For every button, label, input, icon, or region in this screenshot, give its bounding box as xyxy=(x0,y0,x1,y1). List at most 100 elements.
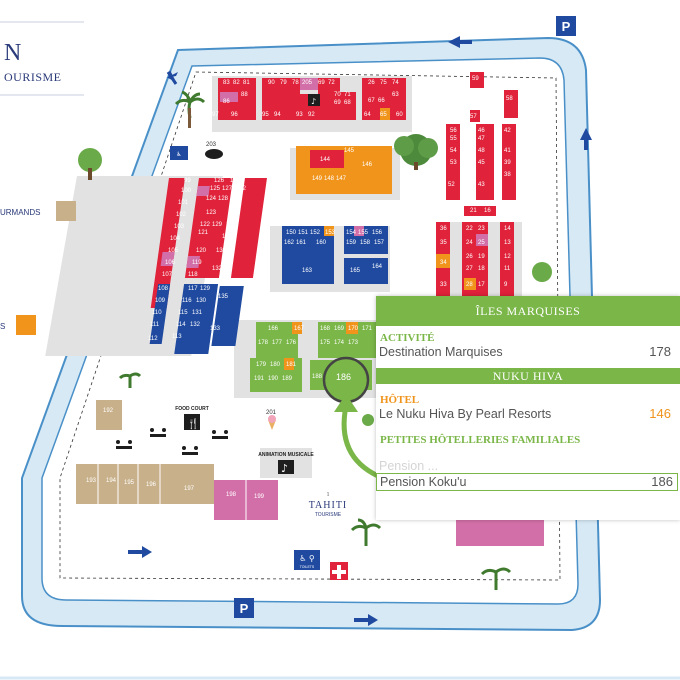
svg-text:146: 146 xyxy=(362,162,373,168)
svg-text:41: 41 xyxy=(504,148,511,154)
svg-text:139: 139 xyxy=(226,222,237,228)
exhibitor-popup: ÎLES MARQUISES ACTIVITÉ Destination Marq… xyxy=(376,296,680,520)
svg-text:43: 43 xyxy=(478,182,485,188)
svg-text:22: 22 xyxy=(466,226,473,232)
svg-text:143: 143 xyxy=(230,178,241,184)
svg-text:153: 153 xyxy=(325,230,336,236)
svg-text:92: 92 xyxy=(308,112,315,118)
svg-text:86: 86 xyxy=(223,99,230,105)
legend-item-gourmands: URMANDS xyxy=(0,208,41,217)
svg-text:75: 75 xyxy=(380,80,387,86)
svg-text:81: 81 xyxy=(243,80,250,86)
svg-text:28: 28 xyxy=(466,282,473,288)
svg-text:90: 90 xyxy=(268,80,275,86)
stand-number: 178 xyxy=(649,344,671,359)
svg-text:66: 66 xyxy=(378,98,385,104)
category-pensions: PETITES HÔTELLERIES FAMILIALES xyxy=(380,434,581,446)
stand-dividers xyxy=(97,464,247,520)
svg-text:111: 111 xyxy=(150,322,160,328)
svg-text:59: 59 xyxy=(472,76,479,82)
stand-number: 146 xyxy=(649,406,671,421)
svg-text:33: 33 xyxy=(440,282,447,288)
pointer-arrow xyxy=(341,405,380,479)
arrow-icon xyxy=(166,71,178,85)
svg-text:47: 47 xyxy=(478,136,485,142)
svg-text:71: 71 xyxy=(344,92,351,98)
svg-text:♿ ⚲: ♿ ⚲ xyxy=(299,554,315,563)
svg-text:138: 138 xyxy=(222,234,233,240)
svg-text:133: 133 xyxy=(210,326,221,332)
svg-text:169: 169 xyxy=(334,326,345,332)
svg-text:13: 13 xyxy=(504,240,511,246)
svg-text:74: 74 xyxy=(392,80,399,86)
svg-text:150: 150 xyxy=(286,230,297,236)
svg-text:154: 154 xyxy=(346,230,357,236)
svg-text:56: 56 xyxy=(450,128,457,134)
svg-text:68: 68 xyxy=(344,100,351,106)
vr-headset-icon xyxy=(205,149,223,159)
svg-text:69: 69 xyxy=(334,100,341,106)
stand-199: 199 xyxy=(254,494,265,500)
svg-text:65: 65 xyxy=(380,112,387,118)
svg-text:156: 156 xyxy=(372,230,383,236)
svg-text:128: 128 xyxy=(218,196,229,202)
svg-text:82: 82 xyxy=(233,80,240,86)
svg-text:162: 162 xyxy=(284,240,295,246)
svg-text:27: 27 xyxy=(466,266,473,272)
stand-block-left xyxy=(149,178,267,354)
svg-text:54: 54 xyxy=(450,148,457,154)
svg-text:57: 57 xyxy=(470,114,477,120)
svg-text:78: 78 xyxy=(292,80,299,86)
svg-text:105: 105 xyxy=(168,248,179,254)
svg-text:19: 19 xyxy=(478,254,485,260)
legend-swatch-orange xyxy=(16,315,36,335)
svg-text:14: 14 xyxy=(504,226,511,232)
ice-cream-icon xyxy=(268,415,276,423)
exhibitor-entry-highlighted[interactable]: Pension Koku'u 186 xyxy=(376,473,678,491)
exhibitor-entry[interactable]: Destination Marquises 178 xyxy=(379,344,675,362)
stand-144 xyxy=(310,150,344,168)
stand-203: 203 xyxy=(206,142,217,148)
exhibitor-entry[interactable]: Le Nuku Hiva By Pearl Resorts 146 xyxy=(379,406,675,424)
svg-text:79: 79 xyxy=(280,80,287,86)
svg-text:173: 173 xyxy=(348,340,359,346)
stand-195: 195 xyxy=(124,480,135,486)
svg-text:107: 107 xyxy=(162,272,173,278)
svg-text:58: 58 xyxy=(506,96,513,102)
svg-text:101: 101 xyxy=(178,200,189,206)
exhibitor-name: Le Nuku Hiva By Pearl Resorts xyxy=(379,407,552,421)
stand-192: 192 xyxy=(103,408,114,414)
exhibitor-entry-obscured[interactable]: Pension ... xyxy=(379,458,675,476)
svg-text:147: 147 xyxy=(336,176,347,182)
pointer-arrow-head xyxy=(334,394,358,412)
svg-text:106: 106 xyxy=(165,260,176,266)
svg-text:60: 60 xyxy=(396,112,403,118)
legend-title: N xyxy=(4,40,22,66)
svg-text:124: 124 xyxy=(206,196,217,202)
svg-text:151: 151 xyxy=(298,230,309,236)
stand-201: 201 xyxy=(266,410,277,416)
music-icon xyxy=(278,460,294,474)
svg-text:21: 21 xyxy=(470,208,477,214)
svg-text:52: 52 xyxy=(448,182,455,188)
svg-text:39: 39 xyxy=(504,160,511,166)
svg-text:144: 144 xyxy=(320,157,331,163)
svg-text:152: 152 xyxy=(310,230,321,236)
svg-text:16: 16 xyxy=(484,208,491,214)
svg-text:26: 26 xyxy=(466,254,473,260)
svg-text:149: 149 xyxy=(312,176,323,182)
svg-text:109: 109 xyxy=(155,298,166,304)
svg-text:114: 114 xyxy=(176,322,186,328)
svg-text:72: 72 xyxy=(328,80,335,86)
svg-text:48: 48 xyxy=(478,148,485,154)
svg-text:157: 157 xyxy=(374,240,385,246)
picnic-table-icon xyxy=(116,428,228,455)
svg-text:166: 166 xyxy=(268,326,279,332)
svg-text:99: 99 xyxy=(184,178,191,184)
svg-text:69: 69 xyxy=(318,80,325,86)
stand-block-top xyxy=(218,78,406,120)
music-icon xyxy=(308,94,320,106)
svg-text:64: 64 xyxy=(364,112,371,118)
